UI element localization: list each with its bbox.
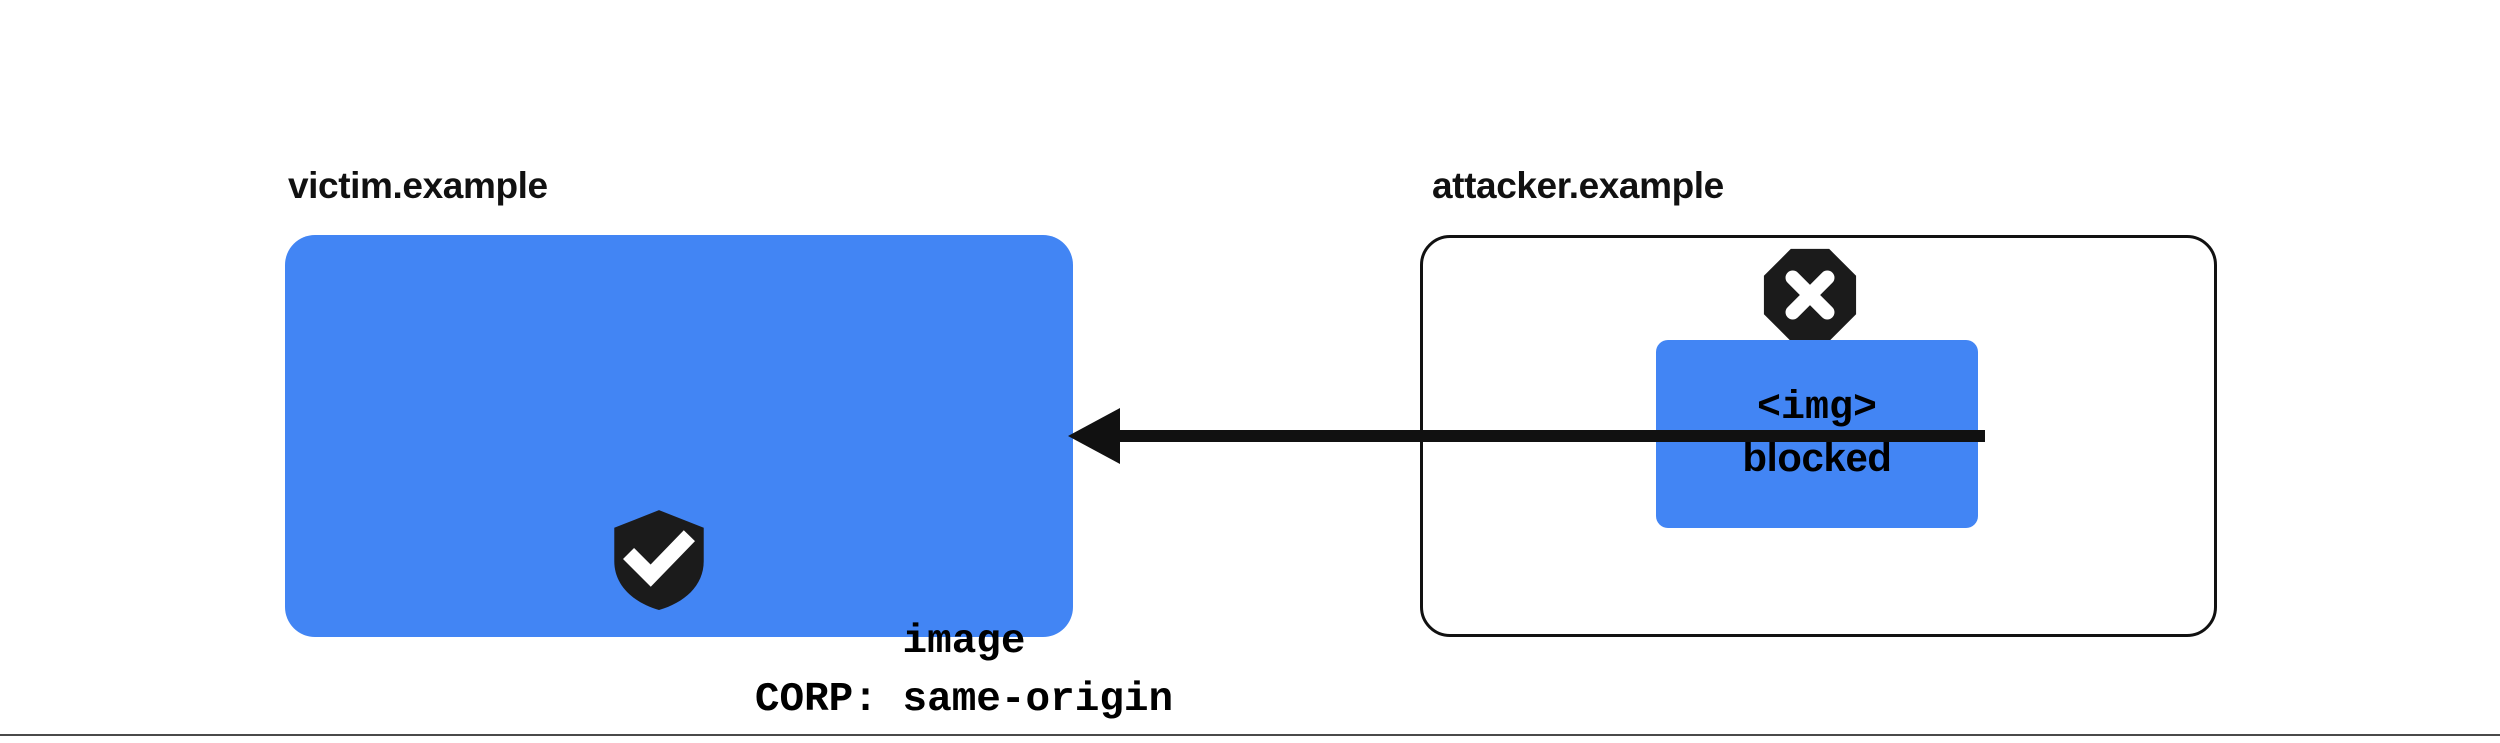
img-element-card: <img> blocked xyxy=(1656,340,1978,528)
resource-name: image xyxy=(902,619,1026,665)
victim-origin-box: image CORP: same-origin xyxy=(285,235,1173,723)
attacker-origin-label: attacker.example xyxy=(1432,165,1724,206)
img-element-tag: <img> xyxy=(1756,386,1878,431)
shield-check-icon xyxy=(607,507,711,611)
resource-corp-header: CORP: same-origin xyxy=(754,677,1174,723)
victim-resource-text: image CORP: same-origin xyxy=(570,613,1358,729)
octagon-x-icon xyxy=(1762,247,1858,343)
img-element-state: blocked xyxy=(1742,436,1892,480)
victim-origin-label: victim.example xyxy=(288,165,548,206)
bottom-divider xyxy=(0,734,2500,736)
